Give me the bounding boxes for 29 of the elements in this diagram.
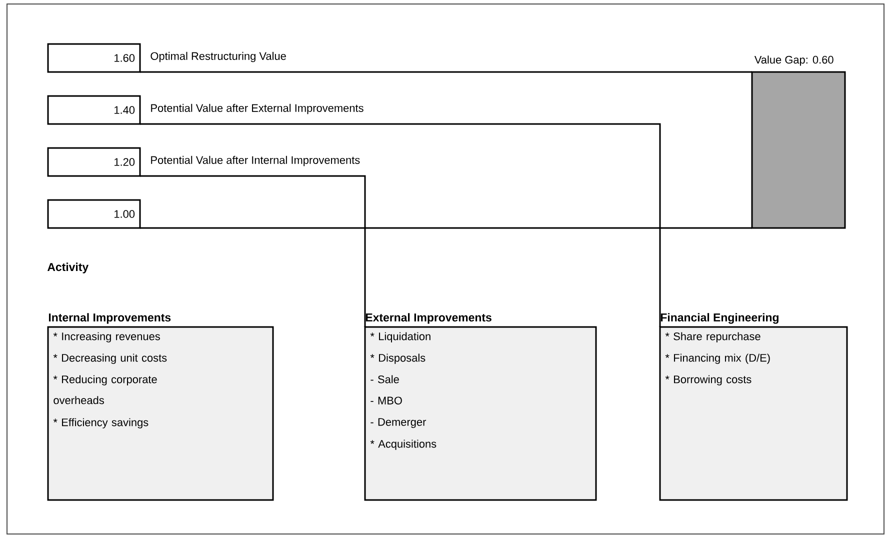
value-box: 1.20 — [47, 147, 141, 177]
connector-line — [140, 175, 366, 327]
list-item: * Increasing revenues — [53, 332, 160, 342]
list-item: * Efficiency savings — [53, 418, 148, 428]
column-heading: Internal Improvements — [48, 313, 171, 324]
list-item: - Sale — [370, 375, 399, 384]
value-label: Potential Value after Internal Improvements — [151, 156, 360, 166]
connector-line — [140, 123, 661, 327]
gap-label: Value Gap: 0.60 — [754, 56, 834, 66]
list-item: - Demerger — [370, 418, 426, 428]
value-box: 1.00 — [47, 199, 141, 229]
list-item: * Disposals — [370, 354, 426, 364]
value-label: Potential Value after External Improvements — [151, 104, 364, 114]
list-item: * Financing mix (D/E) — [665, 354, 770, 364]
list-item: * Liquidation — [370, 332, 430, 342]
list-item: * Borrowing costs — [665, 375, 752, 386]
list-item: * Reducing corporate overheads — [53, 375, 157, 404]
list-item: * Acquisitions — [370, 440, 436, 450]
value-box: 1.60 — [47, 43, 141, 73]
list-item: - MBO — [370, 396, 402, 404]
column-heading: Financial Engineering — [660, 313, 778, 324]
value-box: 1.40 — [47, 95, 141, 125]
list-item: * Share repurchase — [665, 332, 760, 342]
connector-line — [140, 71, 752, 73]
section-label: Activity — [47, 262, 89, 274]
connector-line — [140, 227, 752, 229]
column-heading: External Improvements — [366, 313, 492, 324]
value-label: Optimal Restructuring Value — [150, 52, 286, 62]
list-item: * Decreasing unit costs — [53, 354, 167, 364]
